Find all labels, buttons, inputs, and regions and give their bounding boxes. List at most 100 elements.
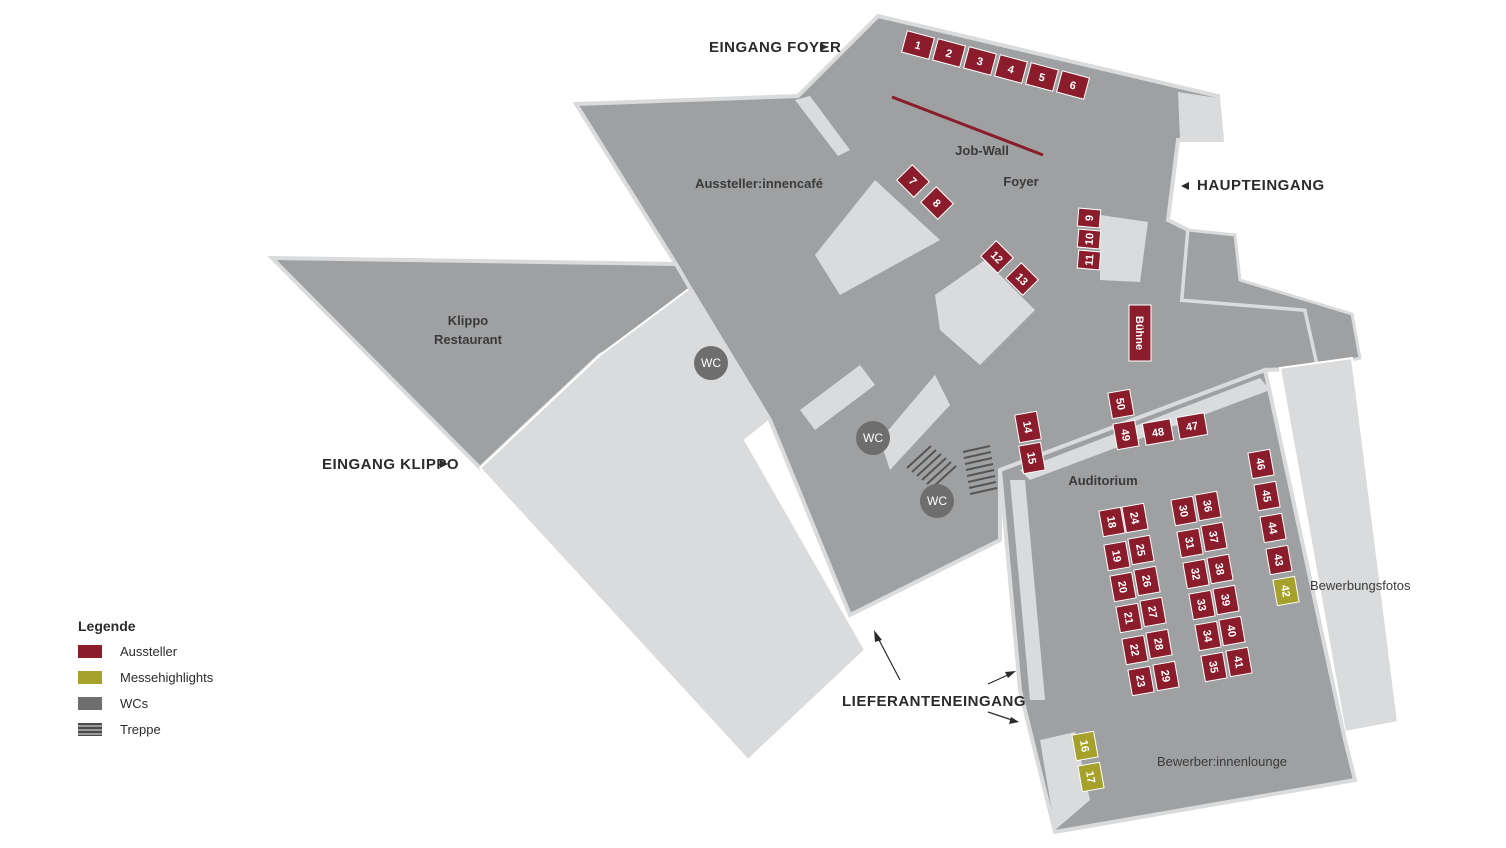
svg-text:WC: WC (863, 431, 883, 445)
booth-5[interactable]: 5 (1025, 62, 1059, 92)
auditorium-label: Auditorium (1068, 473, 1137, 488)
svg-text:46: 46 (1253, 457, 1267, 471)
booth-32[interactable]: 32 (1182, 558, 1210, 590)
booth-17[interactable]: 17 (1077, 761, 1105, 793)
booth-40[interactable]: 40 (1218, 615, 1246, 647)
booth-14[interactable]: 14 (1014, 410, 1042, 444)
booth-35[interactable]: 35 (1200, 651, 1228, 683)
booth-37[interactable]: 37 (1200, 521, 1228, 553)
booth-15[interactable]: 15 (1018, 441, 1046, 475)
legend-label: Aussteller (120, 643, 178, 659)
legend-title: Legende (78, 618, 136, 634)
booth-23[interactable]: 23 (1127, 665, 1155, 697)
svg-text:38: 38 (1212, 562, 1226, 576)
legend-item-messehighlights: Messehighlights (78, 664, 213, 690)
svg-text:32: 32 (1188, 567, 1202, 581)
booth-46[interactable]: 46 (1247, 448, 1275, 480)
booth-20[interactable]: 20 (1109, 571, 1137, 603)
job-wall-label: Job-Wall (955, 143, 1009, 158)
booth-36[interactable]: 36 (1194, 490, 1222, 522)
booth-6[interactable]: 6 (1056, 70, 1090, 100)
booth-4[interactable]: 4 (994, 54, 1028, 84)
booth-45[interactable]: 45 (1253, 480, 1281, 512)
svg-text:19: 19 (1109, 549, 1123, 563)
svg-text:44: 44 (1265, 521, 1279, 536)
svg-text:42: 42 (1278, 584, 1292, 598)
svg-text:29: 29 (1158, 669, 1172, 683)
svg-text:2: 2 (944, 47, 953, 60)
booth-26[interactable]: 26 (1133, 565, 1161, 597)
booth-27[interactable]: 27 (1139, 596, 1167, 628)
booth-7[interactable]: 7 (896, 164, 930, 198)
svg-text:40: 40 (1224, 624, 1238, 638)
svg-text:WC: WC (927, 494, 947, 508)
svg-text:36: 36 (1200, 499, 1214, 513)
booth-25[interactable]: 25 (1127, 534, 1155, 566)
swatch-aussteller (78, 644, 102, 658)
booth-11[interactable]: 11 (1076, 249, 1102, 271)
svg-text:20: 20 (1115, 580, 1129, 594)
booth-47[interactable]: 47 (1175, 412, 1209, 440)
svg-text:WC: WC (701, 356, 721, 370)
svg-text:28: 28 (1151, 637, 1165, 651)
booth-39[interactable]: 39 (1212, 584, 1240, 616)
booth-19[interactable]: 19 (1103, 540, 1131, 572)
svg-text:23: 23 (1133, 674, 1147, 688)
booth-42[interactable]: 42 (1272, 575, 1300, 607)
booth-41[interactable]: 41 (1225, 646, 1253, 678)
svg-text:41: 41 (1231, 655, 1245, 669)
booth-24[interactable]: 24 (1121, 502, 1149, 534)
svg-text:33: 33 (1194, 598, 1208, 612)
booth-34[interactable]: 34 (1194, 620, 1222, 652)
svg-text:34: 34 (1200, 629, 1214, 644)
booth-30[interactable]: 30 (1170, 495, 1198, 527)
svg-text:9: 9 (1084, 215, 1096, 222)
booth-2[interactable]: 2 (932, 38, 966, 68)
svg-text:27: 27 (1145, 605, 1159, 619)
booth-48[interactable]: 48 (1141, 418, 1175, 446)
legend-label: Treppe (120, 721, 161, 737)
svg-text:35: 35 (1206, 660, 1220, 674)
auditorium-left-wall (1010, 480, 1045, 700)
booth-28[interactable]: 28 (1145, 628, 1173, 660)
booth-43[interactable]: 43 (1265, 544, 1293, 576)
booth-22[interactable]: 22 (1121, 634, 1149, 666)
left-light-area (478, 286, 867, 762)
booth-3[interactable]: 3 (963, 46, 997, 76)
svg-text:21: 21 (1121, 611, 1135, 625)
svg-text:39: 39 (1218, 593, 1232, 607)
booth-18[interactable]: 18 (1098, 506, 1126, 538)
booth-12[interactable]: 12 (980, 240, 1014, 274)
booth-21[interactable]: 21 (1115, 602, 1143, 634)
booth-29[interactable]: 29 (1152, 660, 1180, 692)
haupteingang-label: HAUPTEINGANG (1197, 177, 1325, 194)
svg-text:31: 31 (1182, 536, 1196, 550)
arrow-left-icon (1181, 182, 1189, 190)
booth-16[interactable]: 16 (1071, 730, 1099, 762)
booth-9[interactable]: 9 (1076, 207, 1102, 229)
lieferanteneingang-label: LIEFERANTENEINGANG (842, 693, 1026, 710)
wc-icon: WC (920, 484, 954, 518)
svg-text:49: 49 (1118, 428, 1132, 442)
cafe-label: Aussteller:innencafé (695, 176, 823, 191)
booth-10[interactable]: 10 (1076, 228, 1102, 250)
svg-text:25: 25 (1133, 543, 1147, 557)
booth-50[interactable]: 50 (1107, 388, 1135, 420)
foyer-label: Foyer (1003, 174, 1038, 189)
booth-8[interactable]: 8 (920, 186, 954, 220)
svg-text:50: 50 (1113, 397, 1127, 411)
wc-icon: WC (694, 346, 728, 380)
booth-13[interactable]: 13 (1005, 262, 1039, 296)
booth-49[interactable]: 49 (1112, 419, 1140, 451)
booth-33[interactable]: 33 (1188, 589, 1216, 621)
svg-text:43: 43 (1271, 553, 1285, 567)
booth-44[interactable]: 44 (1259, 512, 1287, 544)
legend-item-aussteller: Aussteller (78, 638, 213, 664)
svg-text:45: 45 (1259, 489, 1273, 503)
booth-38[interactable]: 38 (1206, 553, 1234, 585)
booth-1[interactable]: 1 (901, 30, 935, 60)
booth-31[interactable]: 31 (1176, 527, 1204, 559)
svg-text:6: 6 (1068, 79, 1077, 92)
cafe-strip (795, 96, 850, 156)
right-light-strip (1278, 356, 1400, 734)
